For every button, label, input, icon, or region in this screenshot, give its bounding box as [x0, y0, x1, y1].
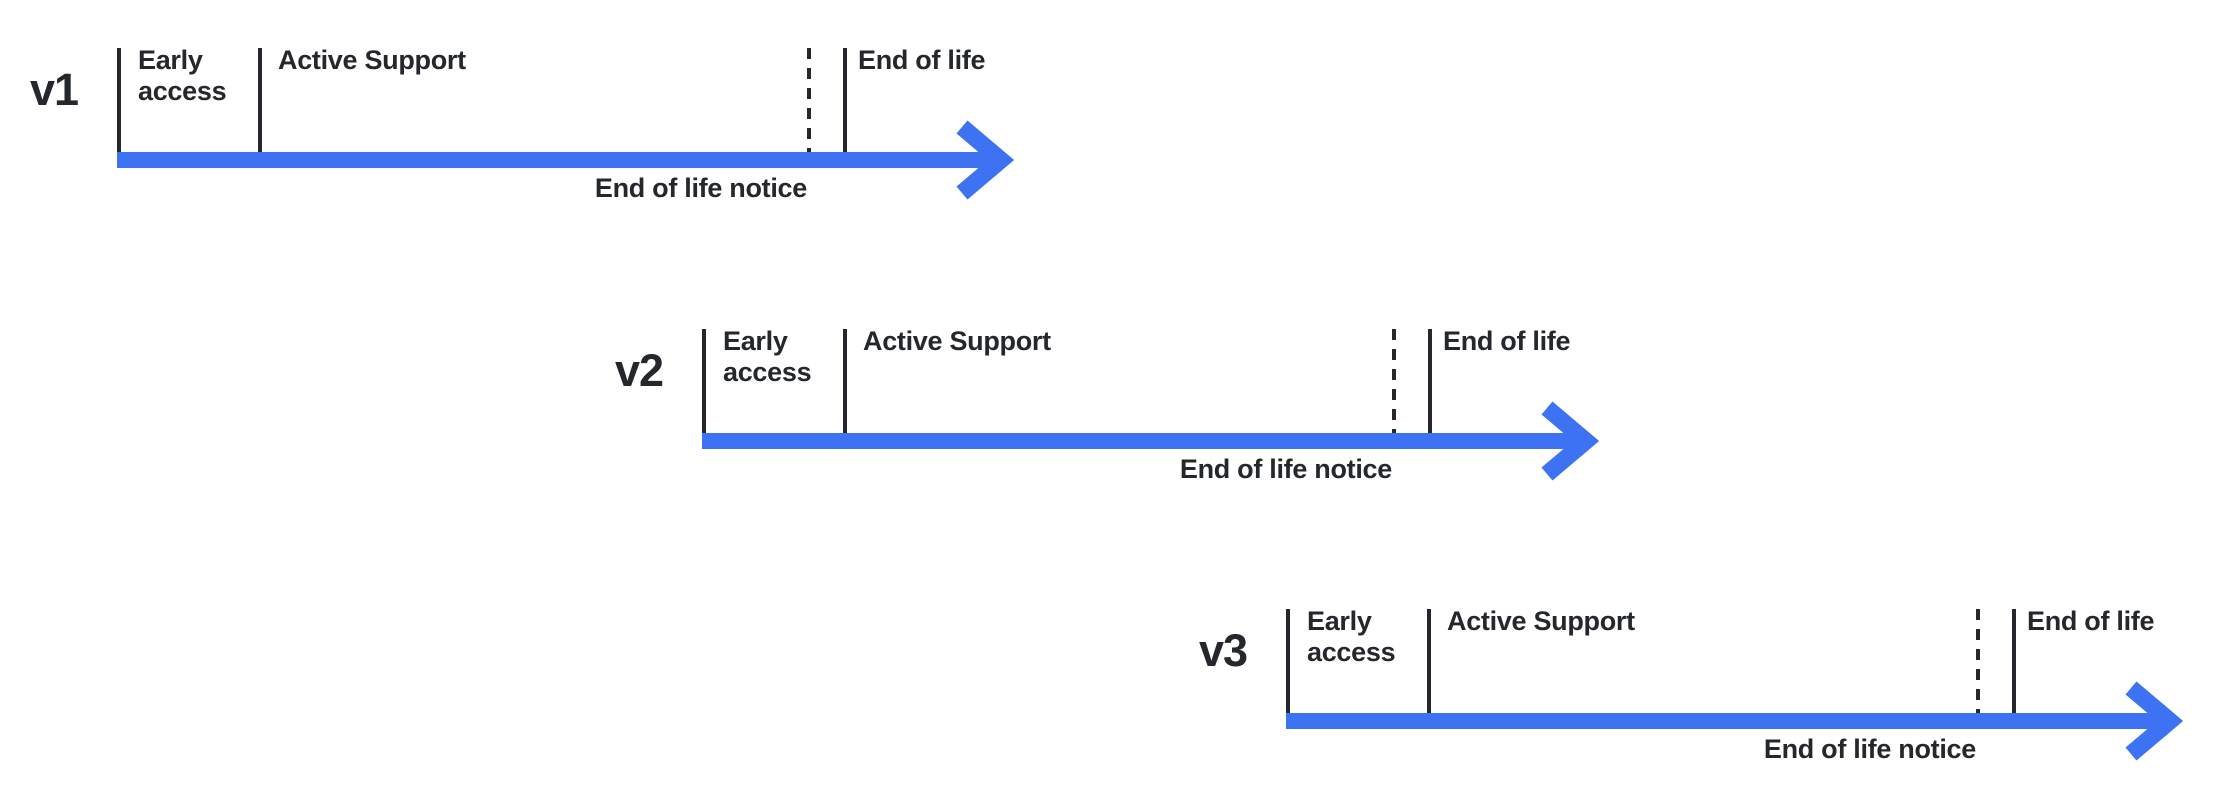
version-label: v3 — [1199, 625, 1248, 676]
end-of-life-notice-label: End of life notice — [594, 173, 807, 203]
eol-notice-dashed-line — [1392, 329, 1396, 433]
end-of-life-notice-label: End of life notice — [1763, 734, 1976, 764]
active-support-label: Active Support — [863, 326, 1051, 356]
early-access-start-tick — [117, 48, 121, 152]
early-access-label: Early access — [1307, 606, 1396, 667]
end-of-life-tick — [1428, 329, 1432, 433]
active-support-start-tick — [843, 329, 847, 433]
timeline-row-v2: v2 Early access Active Support End of li… — [585, 281, 1715, 516]
end-of-life-tick — [843, 48, 847, 152]
version-label: v1 — [30, 64, 79, 115]
timeline-arrow-icon — [117, 120, 1015, 200]
active-support-label: Active Support — [278, 45, 466, 75]
active-support-start-tick — [258, 48, 262, 152]
end-of-life-label: End of life — [2027, 606, 2155, 636]
end-of-life-label: End of life — [858, 45, 986, 75]
early-access-label: Early access — [138, 45, 227, 106]
early-access-label: Early access — [723, 326, 812, 387]
end-of-life-label: End of life — [1443, 326, 1571, 356]
eol-notice-dashed-line — [1976, 609, 1980, 713]
eol-notice-dashed-line — [807, 48, 811, 152]
early-access-start-tick — [702, 329, 706, 433]
version-label: v2 — [615, 345, 664, 396]
end-of-life-tick — [2012, 609, 2016, 713]
timeline-row-v1: v1 Early access Active Support End of li… — [0, 0, 1130, 235]
active-support-label: Active Support — [1447, 606, 1635, 636]
end-of-life-notice-label: End of life notice — [1179, 454, 1392, 484]
timeline-row-v3: v3 Early access Active Support End of li… — [1169, 561, 2228, 796]
timeline-arrow-icon — [702, 401, 1600, 481]
active-support-start-tick — [1427, 609, 1431, 713]
early-access-start-tick — [1286, 609, 1290, 713]
timeline-arrow-icon — [1286, 681, 2184, 761]
